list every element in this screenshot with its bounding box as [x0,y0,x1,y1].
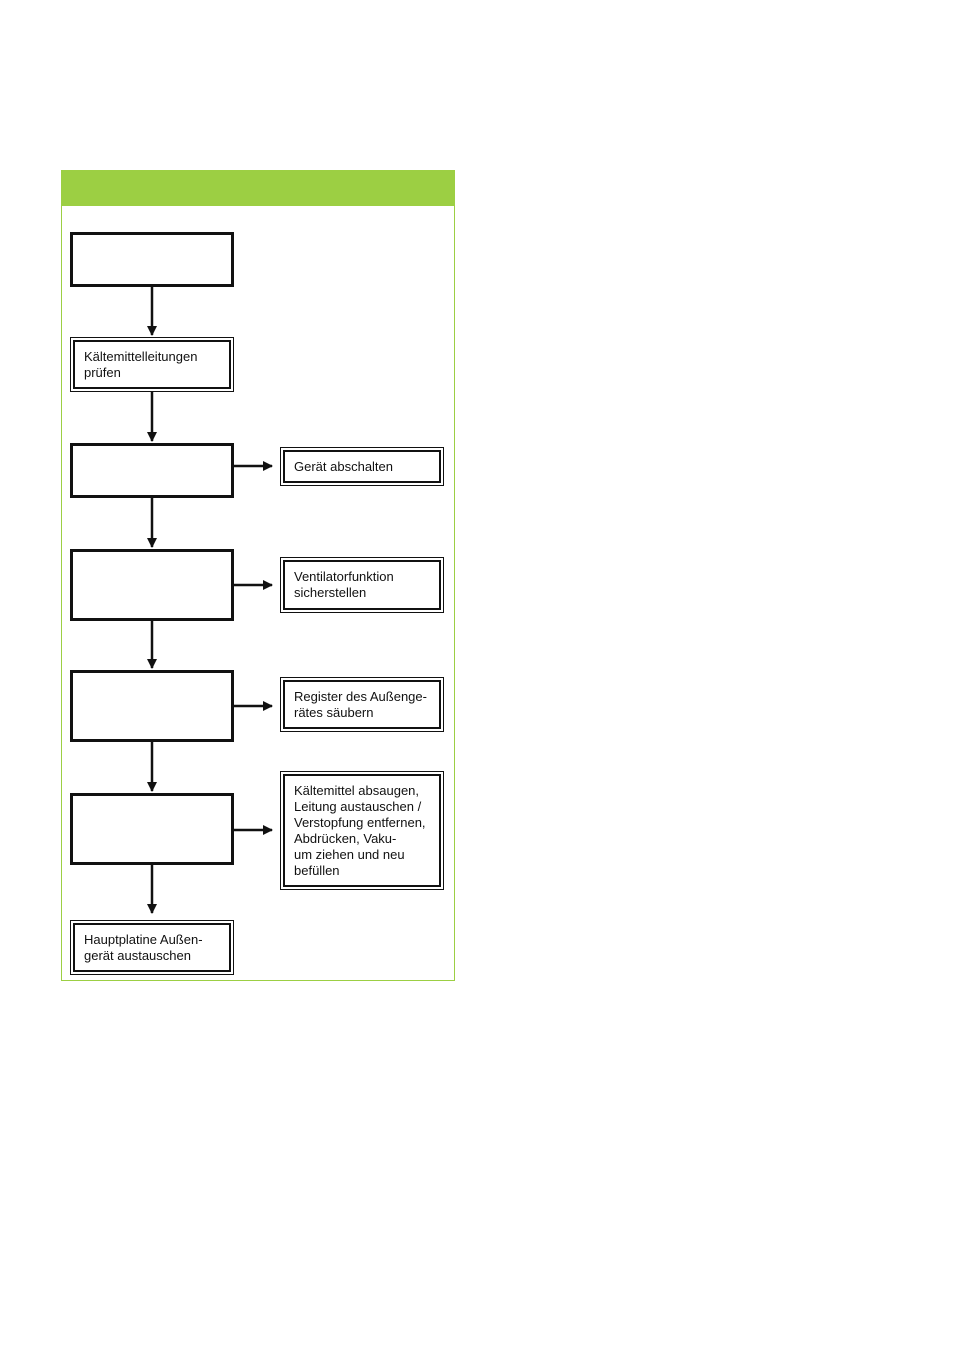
replace-board-box: Hauptplatine Außen- gerät austauschen [70,920,234,975]
decision-box-2 [70,549,234,621]
decision-box-3 [70,670,234,742]
refrigerant-label: Kältemittel absaugen, Leitung austausche… [294,783,426,878]
refrigerant-box: Kältemittel absaugen, Leitung austausche… [280,771,444,890]
replace-board-label: Hauptplatine Außen- gerät austauschen [84,932,203,963]
decision-box-1 [70,443,234,498]
clean-register-label: Register des Außenge- rätes säubern [294,689,427,720]
check-pipes-label: Kältemittelleitungen prüfen [84,349,198,380]
switch-off-label: Gerät abschalten [294,459,394,474]
fan-function-label: Ventilatorfunktion sicherstellen [294,569,394,600]
fan-function-box: Ventilatorfunktion sicherstellen [280,557,444,613]
switch-off-box: Gerät abschalten [280,447,444,486]
panel-header [62,171,454,206]
clean-register-box: Register des Außenge- rätes säubern [280,677,444,732]
start-box [70,232,234,287]
check-pipes-box: Kältemittelleitungen prüfen [70,337,234,392]
decision-box-4 [70,793,234,865]
